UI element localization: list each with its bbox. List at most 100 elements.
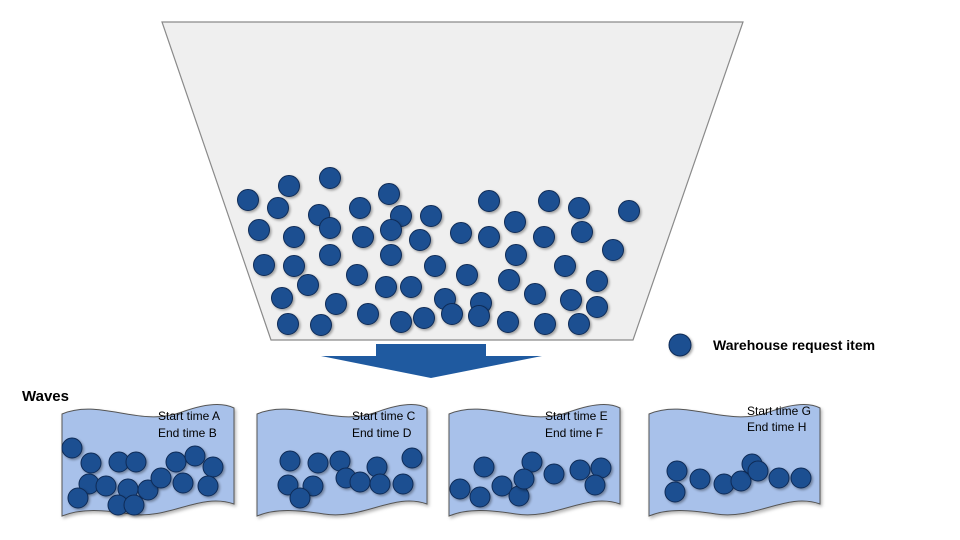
item-dot-icon [491,475,513,497]
item-dot-icon [125,451,147,473]
item-dot-icon [568,313,590,335]
legend-label: Warehouse request item [713,337,875,353]
item-dot-icon [137,479,159,501]
item-dot-icon [237,189,259,211]
item-dot-icon [569,459,591,481]
item-dot-icon [498,269,520,291]
wave-end-time: End time B [158,426,217,440]
item-dot-icon [346,264,368,286]
item-dot-icon [602,239,624,261]
item-dot-icon [560,289,582,311]
item-dot-icon [400,276,422,298]
wave-start-time: Start time E [545,409,608,423]
wave-start-time: Start time A [158,409,220,423]
item-dot-icon [586,296,608,318]
waves-title: Waves [22,388,69,405]
item-dot-icon [586,270,608,292]
wave-3: Start time E End time F [448,404,621,517]
item-dot-icon [534,313,556,335]
item-dot-icon [172,472,194,494]
item-dot-icon [668,333,692,357]
item-dot-icon [369,473,391,495]
item-dot-icon [554,255,576,277]
item-dot-icon [730,470,752,492]
item-dot-icon [375,276,397,298]
wave-items [61,437,224,516]
item-dot-icon [505,244,527,266]
wave-end-time: End time D [352,426,412,440]
item-dot-icon [319,217,341,239]
item-dot-icon [401,447,423,469]
item-dot-icon [302,475,324,497]
item-dot-icon [123,494,145,516]
item-dot-icon [521,451,543,473]
item-dot-icon [568,197,590,219]
hopper-items [237,167,640,336]
item-dot-icon [279,450,301,472]
item-dot-icon [283,226,305,248]
item-dot-icon [319,167,341,189]
item-dot-icon [380,219,402,241]
item-dot-icon [278,175,300,197]
item-dot-icon [184,445,206,467]
item-dot-icon [468,305,490,327]
item-dot-icon [747,460,769,482]
item-dot-icon [307,452,329,474]
item-dot-icon [513,468,535,490]
item-dot-icon [380,244,402,266]
wave-start-time: Start time G [747,404,811,418]
item-dot-icon [409,229,431,251]
wave-items [277,447,423,509]
item-dot-icon [202,456,224,478]
item-dot-icon [538,190,560,212]
item-dot-icon [524,283,546,305]
item-dot-icon [584,474,606,496]
item-dot-icon [248,219,270,241]
item-dot-icon [297,274,319,296]
item-dot-icon [267,197,289,219]
item-dot-icon [325,293,347,315]
item-dot-icon [664,481,686,503]
item-dot-icon [768,467,790,489]
item-dot-icon [95,475,117,497]
wave-1: Start time A End time B [61,404,235,517]
item-dot-icon [271,287,293,309]
item-dot-icon [390,311,412,333]
item-dot-icon [449,478,471,500]
item-dot-icon [150,467,172,489]
item-dot-icon [420,205,442,227]
wave-start-time: Start time C [352,409,416,423]
item-dot-icon [790,467,812,489]
item-dot-icon [392,473,414,495]
wave-4: Start time G End time H [648,404,821,517]
wave-end-time: End time H [747,420,806,434]
item-dot-icon [277,313,299,335]
item-dot-icon [497,311,519,333]
wave-end-time: End time F [545,426,603,440]
wave-items [449,451,612,508]
item-dot-icon [504,211,526,233]
item-dot-icon [618,200,640,222]
item-dot-icon [349,471,371,493]
item-dot-icon [80,452,102,474]
item-dot-icon [310,314,332,336]
item-dot-icon [378,183,400,205]
legend: Warehouse request item [668,333,875,357]
item-dot-icon [666,460,688,482]
item-dot-icon [319,244,341,266]
item-dot-icon [533,226,555,248]
item-dot-icon [277,474,299,496]
item-dot-icon [571,221,593,243]
item-dot-icon [543,463,565,485]
item-dot-icon [473,456,495,478]
item-dot-icon [424,255,446,277]
item-dot-icon [413,307,435,329]
item-dot-icon [197,475,219,497]
item-dot-icon [469,486,491,508]
item-dot-icon [67,487,89,509]
hopper-funnel [161,21,744,341]
item-dot-icon [478,190,500,212]
item-dot-icon [283,255,305,277]
wave-items [664,453,812,503]
